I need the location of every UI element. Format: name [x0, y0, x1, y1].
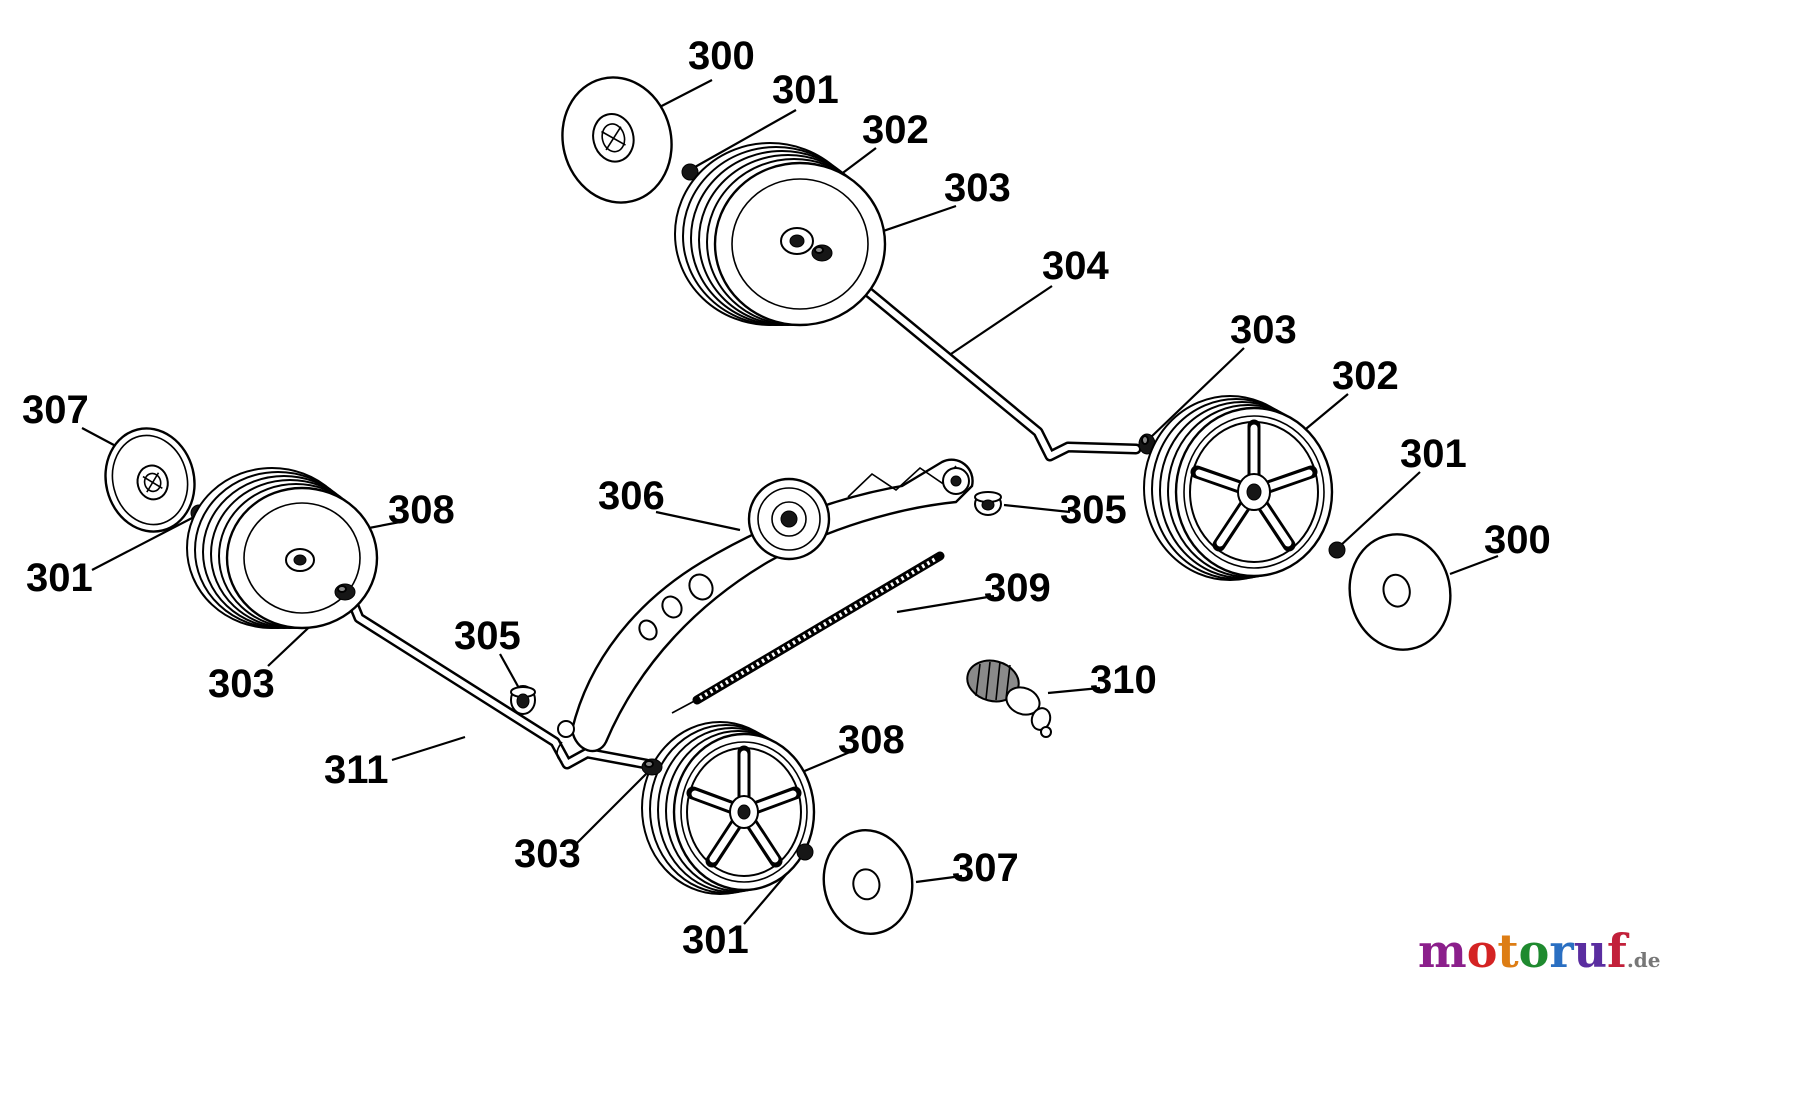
part-label-310: 310	[1090, 658, 1157, 702]
logo-suffix: .de	[1626, 948, 1661, 972]
hubcap-307-bottom	[822, 829, 914, 935]
logo-letter: r	[1549, 924, 1574, 978]
part-label-305-right: 305	[1060, 488, 1127, 532]
part-label-301-bottom: 301	[682, 918, 749, 962]
part-label-308-bottom: 308	[838, 718, 905, 762]
part-label-306: 306	[598, 474, 665, 518]
part-label-303-top: 303	[944, 166, 1011, 210]
part-label-303-left: 303	[208, 662, 275, 706]
wheel-308-left	[186, 467, 379, 630]
part-label-301-right: 301	[1400, 432, 1467, 476]
threaded-rod-309	[671, 551, 945, 714]
nut-303-left	[334, 583, 356, 601]
part-label-301-top: 301	[772, 68, 839, 112]
motoruf-logo[interactable]: motoruf.de	[1418, 928, 1660, 974]
part-label-301-left: 301	[26, 556, 93, 600]
adjuster-knob-310	[966, 659, 1052, 738]
logo-letter: u	[1573, 924, 1608, 978]
hubcap-300-right	[1348, 533, 1452, 651]
part-label-300-top: 300	[688, 34, 755, 78]
bearing-301-bottom	[796, 843, 814, 861]
nut-303-bottom	[641, 758, 663, 776]
bushing-305-left	[510, 685, 536, 715]
part-label-308-left: 308	[388, 488, 455, 532]
axle-304	[847, 258, 1142, 462]
part-label-309: 309	[984, 566, 1051, 610]
part-label-305-left: 305	[454, 614, 521, 658]
wheel-308-bottom	[641, 721, 816, 895]
part-label-302-right: 302	[1332, 354, 1399, 398]
logo-letter: m	[1418, 924, 1467, 978]
part-label-304: 304	[1042, 244, 1109, 288]
nut-303-right	[1138, 433, 1156, 455]
part-label-300-right: 300	[1484, 518, 1551, 562]
part-label-307-left: 307	[22, 388, 89, 432]
part-label-303-bottom: 303	[514, 832, 581, 876]
bearing-301-top	[681, 163, 699, 181]
logo-letter: t	[1497, 924, 1519, 978]
logo-letter: o	[1466, 924, 1498, 978]
wheel-302-right	[1143, 395, 1334, 581]
logo-letter: o	[1518, 924, 1550, 978]
wheel-302-top	[674, 142, 887, 327]
hubcap-307-left	[104, 427, 196, 533]
part-label-311: 311	[324, 748, 389, 792]
part-label-303-right: 303	[1230, 308, 1297, 352]
nut-303-top	[811, 244, 833, 262]
bushing-305-right	[974, 491, 1002, 516]
part-label-307-bottom: 307	[952, 846, 1019, 890]
logo-letter: f	[1607, 924, 1627, 978]
bearing-301-right	[1328, 541, 1346, 559]
adjuster-arm-306	[556, 458, 974, 763]
hubcap-300-top	[561, 76, 673, 204]
axle-311	[344, 590, 652, 770]
part-label-302-top: 302	[862, 108, 929, 152]
